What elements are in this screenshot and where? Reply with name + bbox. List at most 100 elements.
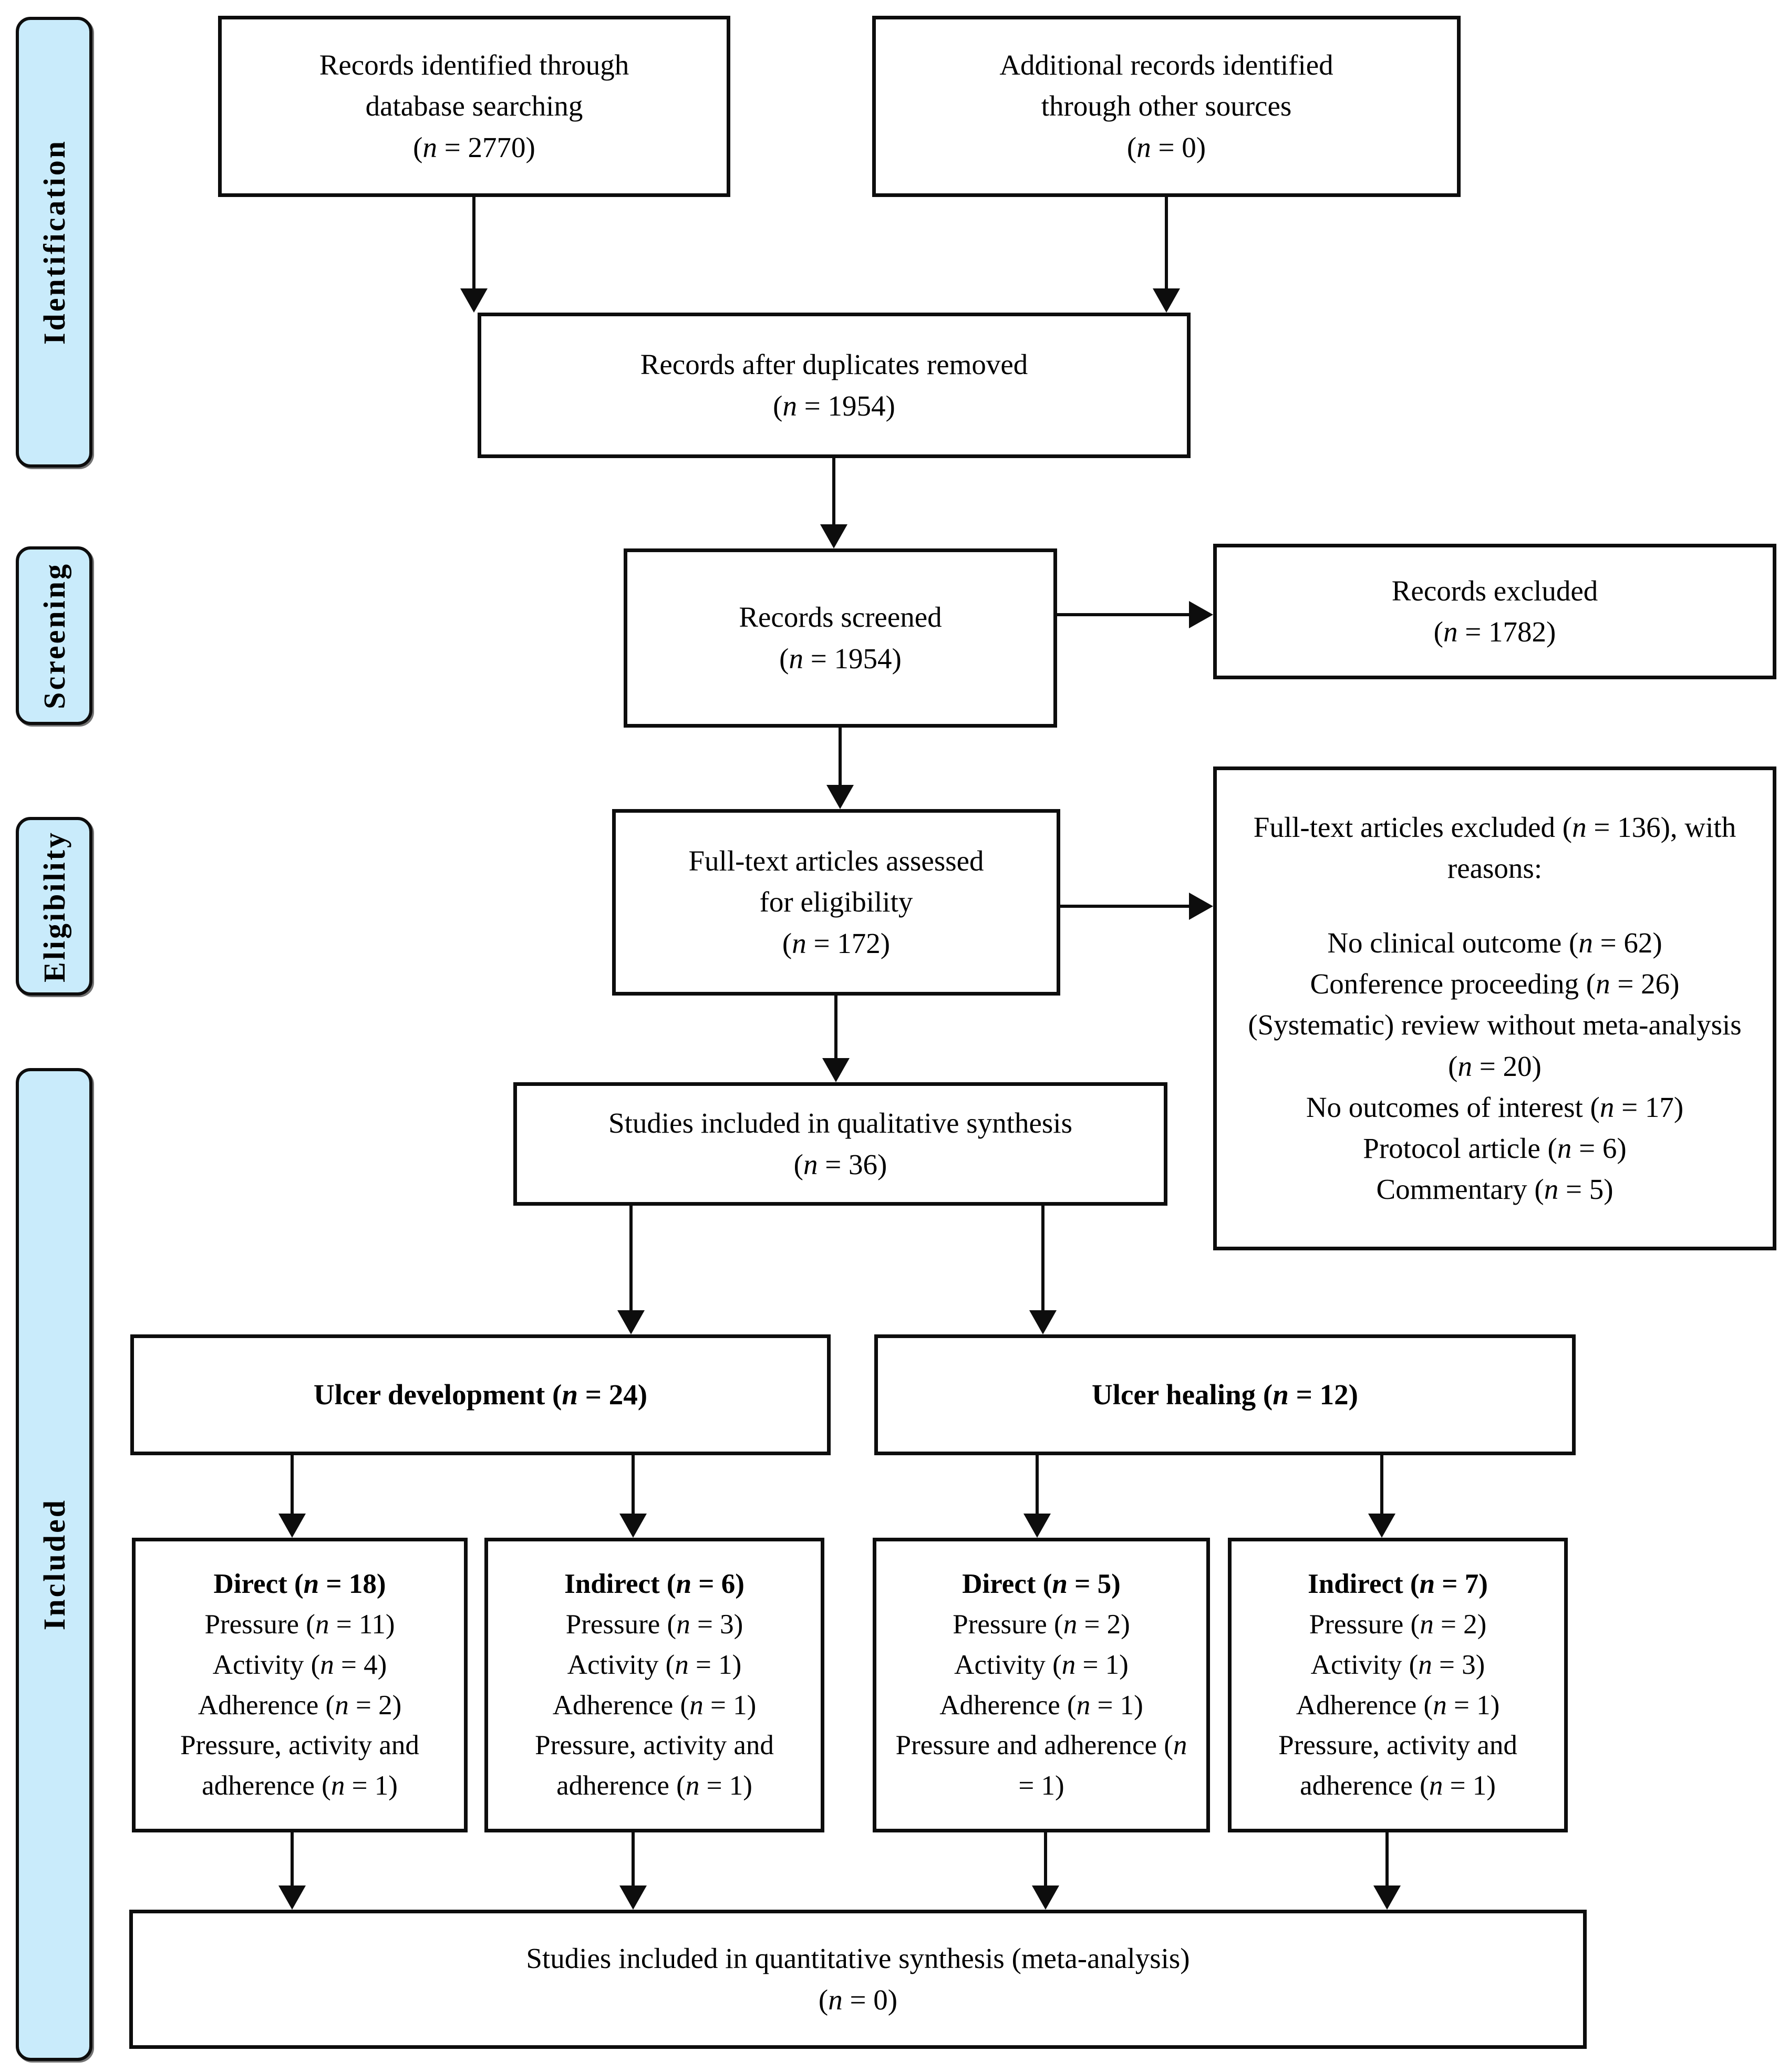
additional-records-line: through other sources: [1041, 90, 1292, 122]
arrow-identified-to-dup-head: [460, 288, 488, 313]
arrow-healdirect-to-quantitative-head: [1032, 1885, 1059, 1910]
additional-records-count: (n = 0): [1126, 131, 1206, 163]
exclusion-reason: No outcomes of interest (n = 17): [1306, 1091, 1684, 1123]
arrow-devindirect-to-quantitative-line: [632, 1832, 635, 1888]
qualitative-synthesis-line: Studies included in qualitative synthesi…: [608, 1107, 1072, 1139]
stage-screening: Screening: [16, 546, 92, 725]
records-identified-line: database searching: [365, 90, 583, 122]
development-direct-item: Pressure, activity and adherence (n = 1): [180, 1730, 419, 1801]
arrow-identified-to-dup-line: [472, 197, 475, 292]
records-screened-box: Records screened (n = 1954): [624, 548, 1057, 728]
development-direct-title: Direct (n = 18): [213, 1568, 386, 1599]
development-direct-item: Pressure (n = 11): [204, 1609, 395, 1640]
arrow-screened-to-fulltext-line: [839, 728, 842, 787]
quantitative-synthesis-box: Studies included in quantitative synthes…: [129, 1910, 1587, 2049]
arrow-healing-to-direct-line: [1036, 1455, 1039, 1516]
arrow-qualitative-to-healing-line: [1041, 1206, 1044, 1312]
arrow-dup-to-screened-head: [820, 524, 847, 548]
stage-screening-label: Screening: [37, 562, 71, 709]
development-direct-item: Adherence (n = 2): [198, 1690, 402, 1721]
qualitative-synthesis-count: (n = 36): [793, 1148, 887, 1180]
exclusion-reason: (Systematic) review without meta-analysi…: [1248, 1009, 1742, 1082]
stage-included: Included: [16, 1068, 92, 2061]
records-identified-line: Records identified through: [319, 49, 629, 81]
development-indirect-item: Pressure (n = 3): [565, 1609, 743, 1640]
arrow-devdirect-to-quantitative-head: [278, 1885, 306, 1910]
stage-included-label: Included: [37, 1498, 71, 1631]
qualitative-synthesis-box: Studies included in qualitative synthesi…: [513, 1082, 1167, 1206]
arrow-healindirect-to-quantitative-head: [1373, 1885, 1401, 1910]
arrow-fulltext-to-qualitative-head: [822, 1058, 850, 1082]
healing-direct-item: Pressure and adherence (n = 1): [895, 1730, 1187, 1801]
arrow-development-to-indirect-head: [619, 1514, 647, 1538]
stage-eligibility-label: Eligibility: [37, 830, 71, 982]
arrow-qualitative-to-development-head: [617, 1310, 645, 1334]
records-screened-count: (n = 1954): [779, 642, 902, 675]
records-excluded-box: Records excluded (n = 1782): [1213, 544, 1776, 679]
arrow-additional-to-dup-line: [1165, 197, 1168, 292]
healing-indirect-item: Pressure (n = 2): [1309, 1609, 1487, 1640]
healing-direct-box: Direct (n = 5) Pressure (n = 2) Activity…: [873, 1538, 1210, 1832]
arrow-screened-to-excluded-line: [1057, 613, 1191, 616]
arrow-healindirect-to-quantitative-line: [1385, 1832, 1389, 1888]
fulltext-assessed-box: Full-text articles assessed for eligibil…: [612, 809, 1060, 996]
healing-direct-item: Adherence (n = 1): [939, 1690, 1143, 1721]
exclusion-reason: Conference proceeding (n = 26): [1310, 968, 1680, 1000]
arrow-development-to-direct-head: [278, 1514, 306, 1538]
healing-indirect-item: Adherence (n = 1): [1296, 1690, 1500, 1721]
additional-records-box: Additional records identified through ot…: [872, 16, 1461, 197]
development-direct-item: Activity (n = 4): [212, 1649, 387, 1680]
records-identified-box: Records identified through database sear…: [218, 16, 730, 197]
arrow-fulltext-to-excluded-line: [1060, 905, 1191, 908]
exclusion-reason: Protocol article (n = 6): [1363, 1132, 1627, 1164]
development-indirect-item: Adherence (n = 1): [552, 1690, 757, 1721]
quantitative-synthesis-line: Studies included in quantitative synthes…: [526, 1942, 1190, 1975]
arrow-qualitative-to-healing-head: [1029, 1310, 1057, 1334]
quantitative-synthesis-count: (n = 0): [818, 1983, 898, 2016]
arrow-development-to-direct-line: [291, 1455, 294, 1516]
healing-direct-title: Direct (n = 5): [962, 1568, 1121, 1599]
duplicates-removed-count: (n = 1954): [773, 389, 895, 422]
stage-eligibility: Eligibility: [16, 817, 92, 996]
stage-identification-label: Identification: [37, 139, 71, 345]
healing-indirect-title: Indirect (n = 7): [1308, 1568, 1488, 1599]
development-indirect-title: Indirect (n = 6): [564, 1568, 744, 1599]
arrow-dup-to-screened-line: [832, 458, 835, 526]
healing-indirect-item: Pressure, activity and adherence (n = 1): [1278, 1730, 1517, 1801]
arrow-devindirect-to-quantitative-head: [619, 1885, 647, 1910]
ulcer-development-box: Ulcer development (n = 24): [130, 1334, 831, 1455]
arrow-screened-to-excluded-head: [1189, 601, 1213, 628]
additional-records-line: Additional records identified: [999, 49, 1333, 81]
healing-direct-item: Pressure (n = 2): [953, 1609, 1130, 1640]
arrow-healdirect-to-quantitative-line: [1044, 1832, 1047, 1888]
healing-indirect-box: Indirect (n = 7) Pressure (n = 2) Activi…: [1228, 1538, 1568, 1832]
arrow-fulltext-to-qualitative-line: [834, 996, 837, 1060]
fulltext-assessed-line: for eligibility: [759, 886, 913, 918]
stage-identification: Identification: [16, 17, 92, 468]
arrow-fulltext-to-excluded-head: [1189, 893, 1213, 920]
fulltext-excluded-title: Full-text articles excluded (n = 136), w…: [1253, 811, 1736, 885]
records-identified-count: (n = 2770): [413, 131, 535, 163]
healing-direct-item: Activity (n = 1): [954, 1649, 1129, 1680]
records-excluded-line: Records excluded: [1391, 574, 1598, 607]
development-indirect-box: Indirect (n = 6) Pressure (n = 3) Activi…: [484, 1538, 824, 1832]
ulcer-healing-box: Ulcer healing (n = 12): [874, 1334, 1576, 1455]
healing-indirect-item: Activity (n = 3): [1310, 1649, 1485, 1680]
arrow-qualitative-to-development-line: [629, 1206, 633, 1312]
exclusion-reason: Commentary (n = 5): [1376, 1173, 1613, 1205]
duplicates-removed-box: Records after duplicates removed (n = 19…: [478, 313, 1191, 458]
duplicates-removed-line: Records after duplicates removed: [640, 348, 1028, 381]
development-indirect-item: Pressure, activity and adherence (n = 1): [535, 1730, 774, 1801]
fulltext-excluded-box: Full-text articles excluded (n = 136), w…: [1213, 766, 1776, 1250]
records-excluded-count: (n = 1782): [1433, 616, 1556, 648]
ulcer-development-title: Ulcer development (n = 24): [313, 1378, 648, 1411]
development-indirect-item: Activity (n = 1): [567, 1649, 742, 1680]
fulltext-assessed-line: Full-text articles assessed: [688, 845, 984, 877]
arrow-devdirect-to-quantitative-line: [291, 1832, 294, 1888]
ulcer-healing-title: Ulcer healing (n = 12): [1092, 1378, 1358, 1411]
arrow-healing-to-indirect-head: [1368, 1514, 1395, 1538]
arrow-development-to-indirect-line: [632, 1455, 635, 1516]
exclusion-reason: No clinical outcome (n = 62): [1327, 927, 1662, 959]
arrow-healing-to-direct-head: [1023, 1514, 1051, 1538]
